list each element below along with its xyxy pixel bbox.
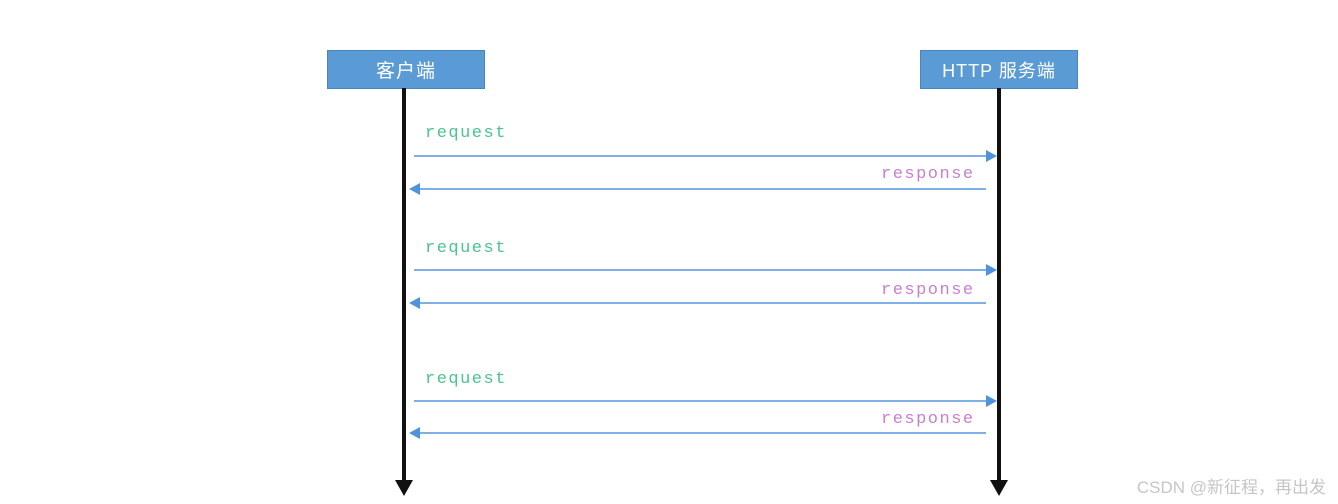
participant-box-client[interactable]: 客户端 — [327, 50, 485, 89]
lifeline-client — [402, 88, 406, 480]
message-arrowhead-right-icon-3 — [986, 395, 997, 407]
message-arrowhead-left-icon-1 — [409, 183, 420, 195]
participant-box-server[interactable]: HTTP 服务端 — [920, 50, 1078, 89]
participant-label-server: HTTP 服务端 — [942, 60, 1056, 81]
message-line-request-3 — [414, 400, 986, 402]
message-label-response-2: response — [881, 281, 975, 300]
lifeline-end-arrow-client-icon — [395, 480, 413, 496]
message-arrowhead-left-icon-3 — [409, 427, 420, 439]
csdn-watermark: CSDN @新征程，再出发 — [1136, 478, 1326, 497]
message-label-request-2: request — [425, 239, 507, 258]
lifeline-server — [997, 88, 1001, 480]
participant-label-client: 客户端 — [375, 61, 436, 82]
message-label-response-3: response — [881, 410, 975, 429]
message-line-response-2 — [414, 302, 986, 304]
message-label-response-1: response — [881, 165, 975, 184]
message-label-request-3: request — [425, 370, 507, 389]
message-arrowhead-left-icon-2 — [409, 297, 420, 309]
lifeline-end-arrow-server-icon — [990, 480, 1008, 496]
message-arrowhead-right-icon-2 — [986, 264, 997, 276]
message-line-response-1 — [414, 188, 986, 190]
message-line-request-2 — [414, 269, 986, 271]
message-line-response-3 — [414, 432, 986, 434]
message-label-request-1: request — [425, 124, 507, 143]
message-line-request-1 — [414, 155, 986, 157]
message-arrowhead-right-icon-1 — [986, 150, 997, 162]
